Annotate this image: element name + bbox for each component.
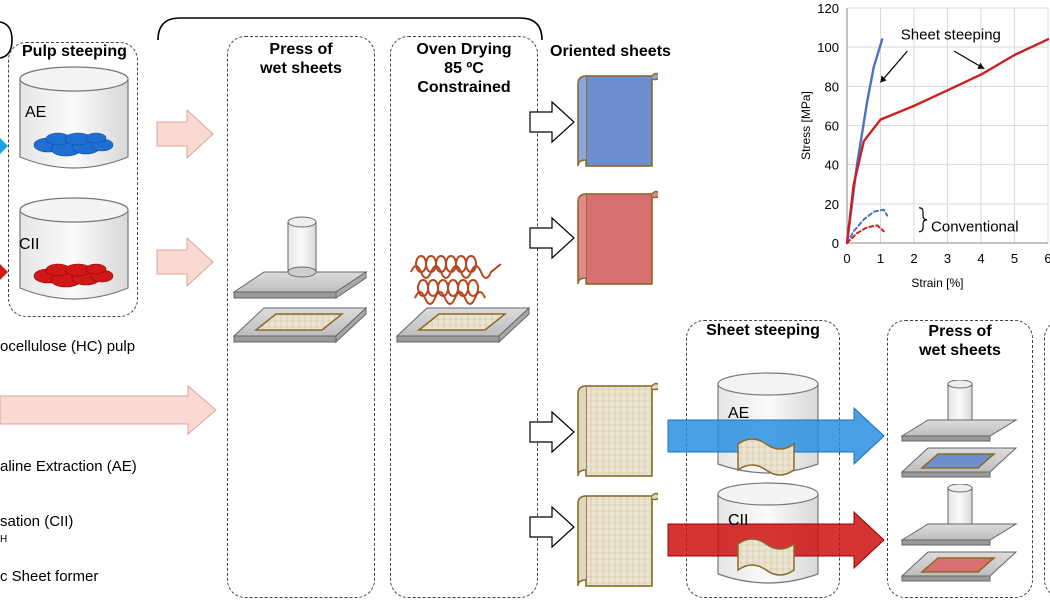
y-tick-label: 100: [817, 40, 839, 55]
oriented-sheet-red: [577, 190, 658, 285]
y-tick-label: 20: [825, 197, 839, 212]
blue-input-arrow: [0, 138, 8, 154]
y-tick-label: 40: [825, 158, 839, 173]
red-input-arrow: [0, 264, 8, 280]
bottom-press-title: Press of wet sheets: [919, 323, 1001, 359]
bottom-press-box: [887, 320, 1033, 598]
x-tick-label: 3: [944, 251, 951, 266]
series-line-3: [846, 208, 889, 244]
oriented-sheet-blue: [577, 72, 658, 167]
cii-legend-label: sation (CII): [0, 513, 74, 530]
white-arrow-1: [529, 100, 575, 144]
x-axis-label: Strain [%]: [911, 276, 963, 290]
ae-pulp-blob: [33, 132, 114, 157]
ae-beaker: [19, 66, 129, 169]
step-circle: [0, 21, 13, 59]
pulp-steeping-box: [8, 42, 138, 317]
press-box: [227, 36, 375, 598]
pink-arrow-ae: [156, 108, 214, 160]
unoriented-sheet-1: [577, 382, 658, 477]
pink-arrow-hc: [0, 384, 217, 436]
ae-sheet-steeping: [667, 372, 885, 476]
cii-beaker: [19, 197, 129, 300]
x-tick-label: 4: [977, 251, 984, 266]
annotation-arrowhead-1: [880, 75, 887, 83]
sheet-cii-label: CII: [728, 512, 749, 529]
y-axis-label: Stress [MPa]: [799, 91, 813, 160]
annotation-conventional: Conventional: [931, 218, 1019, 235]
oven-box: [390, 36, 538, 598]
x-tick-label: 2: [910, 251, 917, 266]
oven-title: Oven Drying 85 ºC Constrained: [416, 41, 512, 96]
ae-label: AE: [25, 104, 47, 121]
cii-pulp-blob: [33, 263, 114, 288]
bottom-press-red: [900, 484, 1018, 582]
sheet-ae-label: AE: [728, 405, 750, 422]
annotation-arrow-1: [880, 50, 908, 83]
y-tick-label: 60: [825, 119, 839, 134]
hc-pulp-label: ocellulose (HC) pulp: [0, 338, 136, 355]
y-tick-label: 120: [817, 1, 839, 16]
cii-sheet-steeping: [667, 482, 885, 584]
cii-label: CII: [19, 236, 40, 253]
bottom-press-blue: [900, 380, 1018, 478]
pulp-steeping-title: Pulp steeping: [22, 43, 127, 60]
x-tick-label: 6: [1044, 251, 1050, 266]
sheet-former-label: c Sheet former: [0, 568, 99, 585]
next-step-box: [1044, 320, 1050, 598]
cii-legend-sub: H: [0, 534, 8, 545]
press-device: [232, 216, 368, 344]
unoriented-sheet-2: [577, 492, 658, 587]
x-tick-label: 1: [877, 251, 884, 266]
white-arrow-2: [529, 216, 575, 260]
annotation-sheet-steeping: Sheet steeping: [901, 26, 1001, 43]
sheet-steeping-title: Sheet steeping: [706, 322, 820, 339]
oriented-sheets-title: Oriented sheets: [550, 43, 671, 60]
y-tick-label: 80: [825, 79, 839, 94]
annotation-brace: [918, 207, 928, 233]
x-tick-label: 0: [843, 251, 850, 266]
annotation-arrowhead-2: [977, 62, 985, 69]
series-line-4: [846, 224, 885, 244]
x-tick-label: 5: [1011, 251, 1018, 266]
ae-legend-label: aline Extraction (AE): [0, 458, 137, 475]
heating-coil-icon: [410, 255, 502, 305]
pink-arrow-cii: [156, 236, 214, 288]
press-title: Press of wet sheets: [260, 41, 342, 77]
oven-device: [395, 255, 531, 344]
series-line-2: [845, 38, 1050, 245]
process-bracket: [157, 17, 543, 41]
white-arrow-3: [529, 410, 575, 454]
y-tick-label: 0: [832, 236, 839, 251]
sheet-steeping-box: [686, 320, 840, 598]
white-arrow-4: [529, 505, 575, 549]
